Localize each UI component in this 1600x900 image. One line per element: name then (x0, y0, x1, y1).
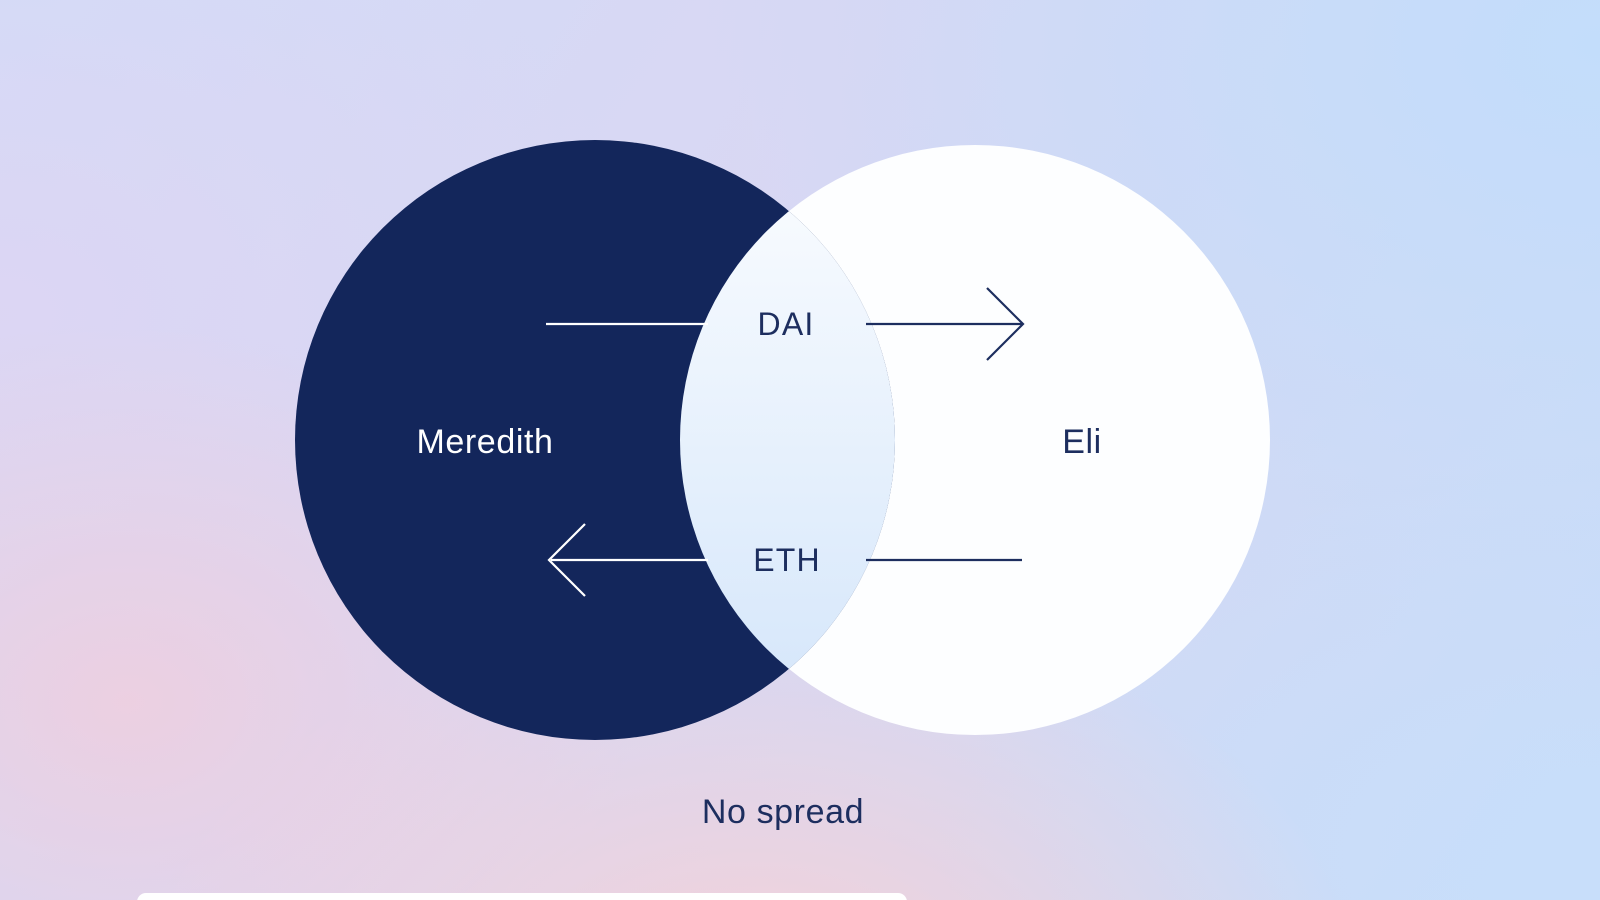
arrow-left-icon (547, 523, 586, 597)
dai-token-label: DAI (758, 306, 815, 342)
eth-token-label: ETH (753, 542, 821, 578)
meredith-label: Meredith (416, 423, 553, 461)
bottom-card-edge (137, 893, 907, 900)
flow-dai: DAI (546, 287, 1025, 361)
arrow-right-icon (986, 287, 1025, 361)
caption-no-spread: No spread (702, 793, 864, 831)
flow-eth: ETH (547, 523, 1022, 597)
overlap-region (680, 145, 895, 735)
eli-label: Eli (1062, 423, 1102, 461)
